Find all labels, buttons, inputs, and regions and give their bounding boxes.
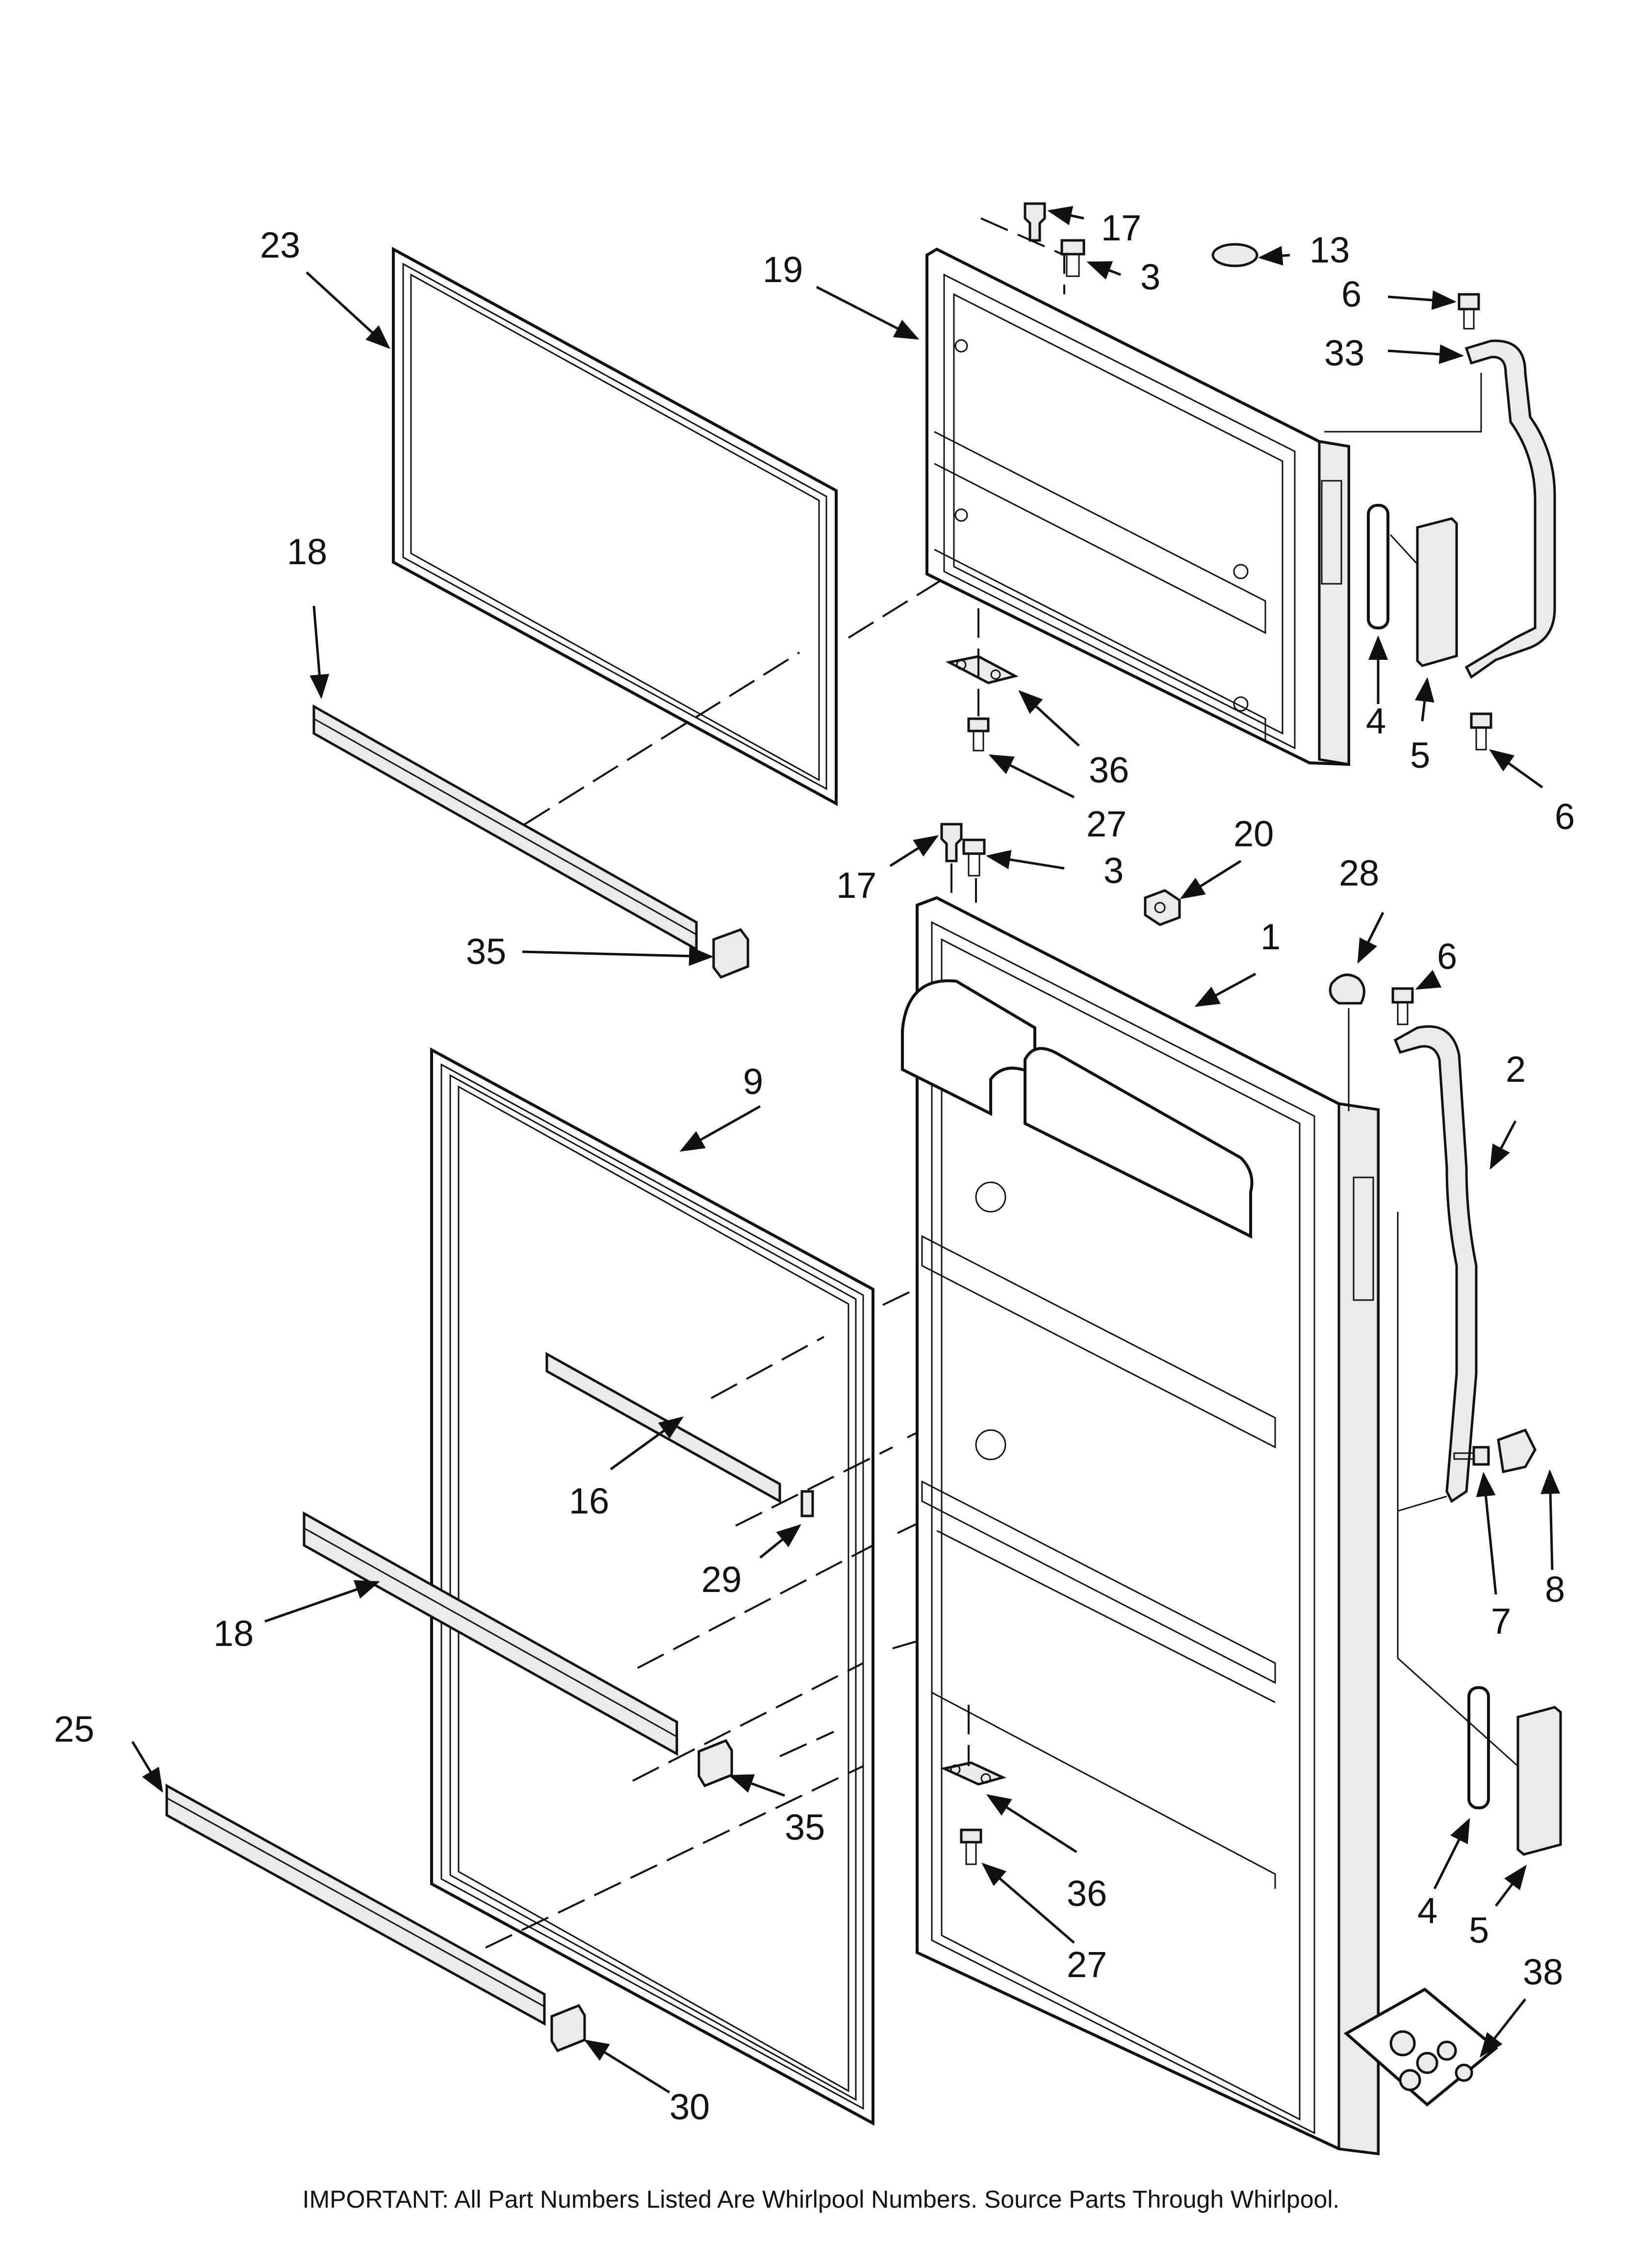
handle-screw-7 <box>1453 1446 1490 1466</box>
callout-36: 36 <box>1089 750 1129 790</box>
callout-16: 16 <box>569 1481 609 1521</box>
alignment-line <box>632 1662 864 1782</box>
alignment-line <box>485 1765 864 1949</box>
fresh-food-door <box>901 896 1380 2156</box>
callout-17: 17 <box>836 865 876 906</box>
hinge-bracket-lower <box>940 1761 1007 1786</box>
callout-27: 27 <box>1067 1944 1107 1985</box>
callout-5: 5 <box>1469 1910 1489 1951</box>
handle-trim-lower <box>1516 1706 1562 1856</box>
plug-button-lower <box>1329 973 1365 1005</box>
callout-labels: 23 18 19 17 3 13 6 33 4 5 6 36 27 17 3 2… <box>54 208 1575 2127</box>
handle-insert-seal-upper <box>1367 504 1389 629</box>
callout-38: 38 <box>1523 1952 1563 1992</box>
plug-button <box>1211 243 1258 267</box>
bottom-door-trim <box>165 1783 546 2026</box>
callout-35: 35 <box>785 1807 825 1848</box>
leader-arrows <box>131 206 1561 2094</box>
fresh-food-gasket <box>430 1047 874 2126</box>
callout-33: 33 <box>1324 333 1364 373</box>
hinge-screw-upper <box>1060 239 1085 277</box>
callout-9: 9 <box>743 1061 763 1102</box>
callout-13: 13 <box>1309 230 1350 270</box>
callout-28: 28 <box>1339 853 1379 893</box>
alignment-line <box>735 1446 893 1527</box>
important-note: IMPORTANT: All Part Numbers Listed Are W… <box>303 2186 1340 2213</box>
handle-insert-seal-lower <box>1467 1686 1490 1809</box>
callout-1: 1 <box>1260 916 1281 957</box>
handle-trim-upper <box>1389 517 1458 667</box>
callout-30: 30 <box>669 2086 710 2127</box>
hinge-screw-lower <box>962 838 986 877</box>
callout-18: 18 <box>287 531 327 572</box>
handle-cap-8 <box>1497 1428 1537 1474</box>
alignment-line <box>524 652 800 825</box>
alignment-line <box>1397 1495 1447 1512</box>
callout-27: 27 <box>1086 804 1127 844</box>
callout-3: 3 <box>1140 257 1160 297</box>
freezer-door-trim-upper <box>312 704 698 952</box>
freezer-door <box>925 247 1350 766</box>
callout-8: 8 <box>1545 1569 1565 1610</box>
alignment-line <box>637 1544 873 1669</box>
alignment-line <box>779 1731 834 1757</box>
callout-6: 6 <box>1555 796 1575 837</box>
alignment-line <box>711 1336 824 1399</box>
callout-3: 3 <box>1103 850 1124 891</box>
handle-screw-bottom <box>1470 712 1492 751</box>
end-cap-bottom <box>550 2004 586 2053</box>
hinge-screw-lower-upper-door <box>967 717 990 752</box>
callout-25: 25 <box>54 1709 94 1749</box>
end-cap-upper <box>712 928 749 979</box>
callout-19: 19 <box>763 249 803 290</box>
door-stop-pin-lower <box>940 823 963 862</box>
callout-29: 29 <box>701 1559 742 1600</box>
hinge-screw-bottom <box>960 1828 982 1865</box>
callout-4: 4 <box>1366 701 1386 741</box>
hinge-bracket-upper <box>945 655 1019 684</box>
trim-clip-29 <box>800 1490 814 1517</box>
handle-screw-lower-top <box>1391 987 1414 1025</box>
alignment-line <box>1397 1212 1519 1767</box>
hinge-cover <box>1144 889 1181 926</box>
handle-screw-top <box>1458 293 1480 330</box>
callout-17: 17 <box>1101 208 1141 248</box>
callout-23: 23 <box>260 225 300 265</box>
callout-6: 6 <box>1437 936 1457 977</box>
freezer-gasket <box>392 246 838 807</box>
callout-5: 5 <box>1410 735 1430 776</box>
freezer-handle <box>1324 339 1556 679</box>
fresh-food-door-trim <box>303 1511 678 1756</box>
callout-6: 6 <box>1341 274 1361 314</box>
callout-4: 4 <box>1417 1890 1437 1931</box>
callout-18: 18 <box>213 1613 254 1654</box>
callout-36: 36 <box>1067 1873 1107 1914</box>
alignment-line <box>980 217 1065 294</box>
fresh-food-handle <box>1393 1025 1478 1503</box>
callout-35: 35 <box>466 931 506 972</box>
callout-2: 2 <box>1506 1049 1526 1090</box>
callout-20: 20 <box>1233 813 1274 854</box>
callout-7: 7 <box>1491 1601 1511 1642</box>
door-stop-pin-upper <box>1024 202 1046 242</box>
